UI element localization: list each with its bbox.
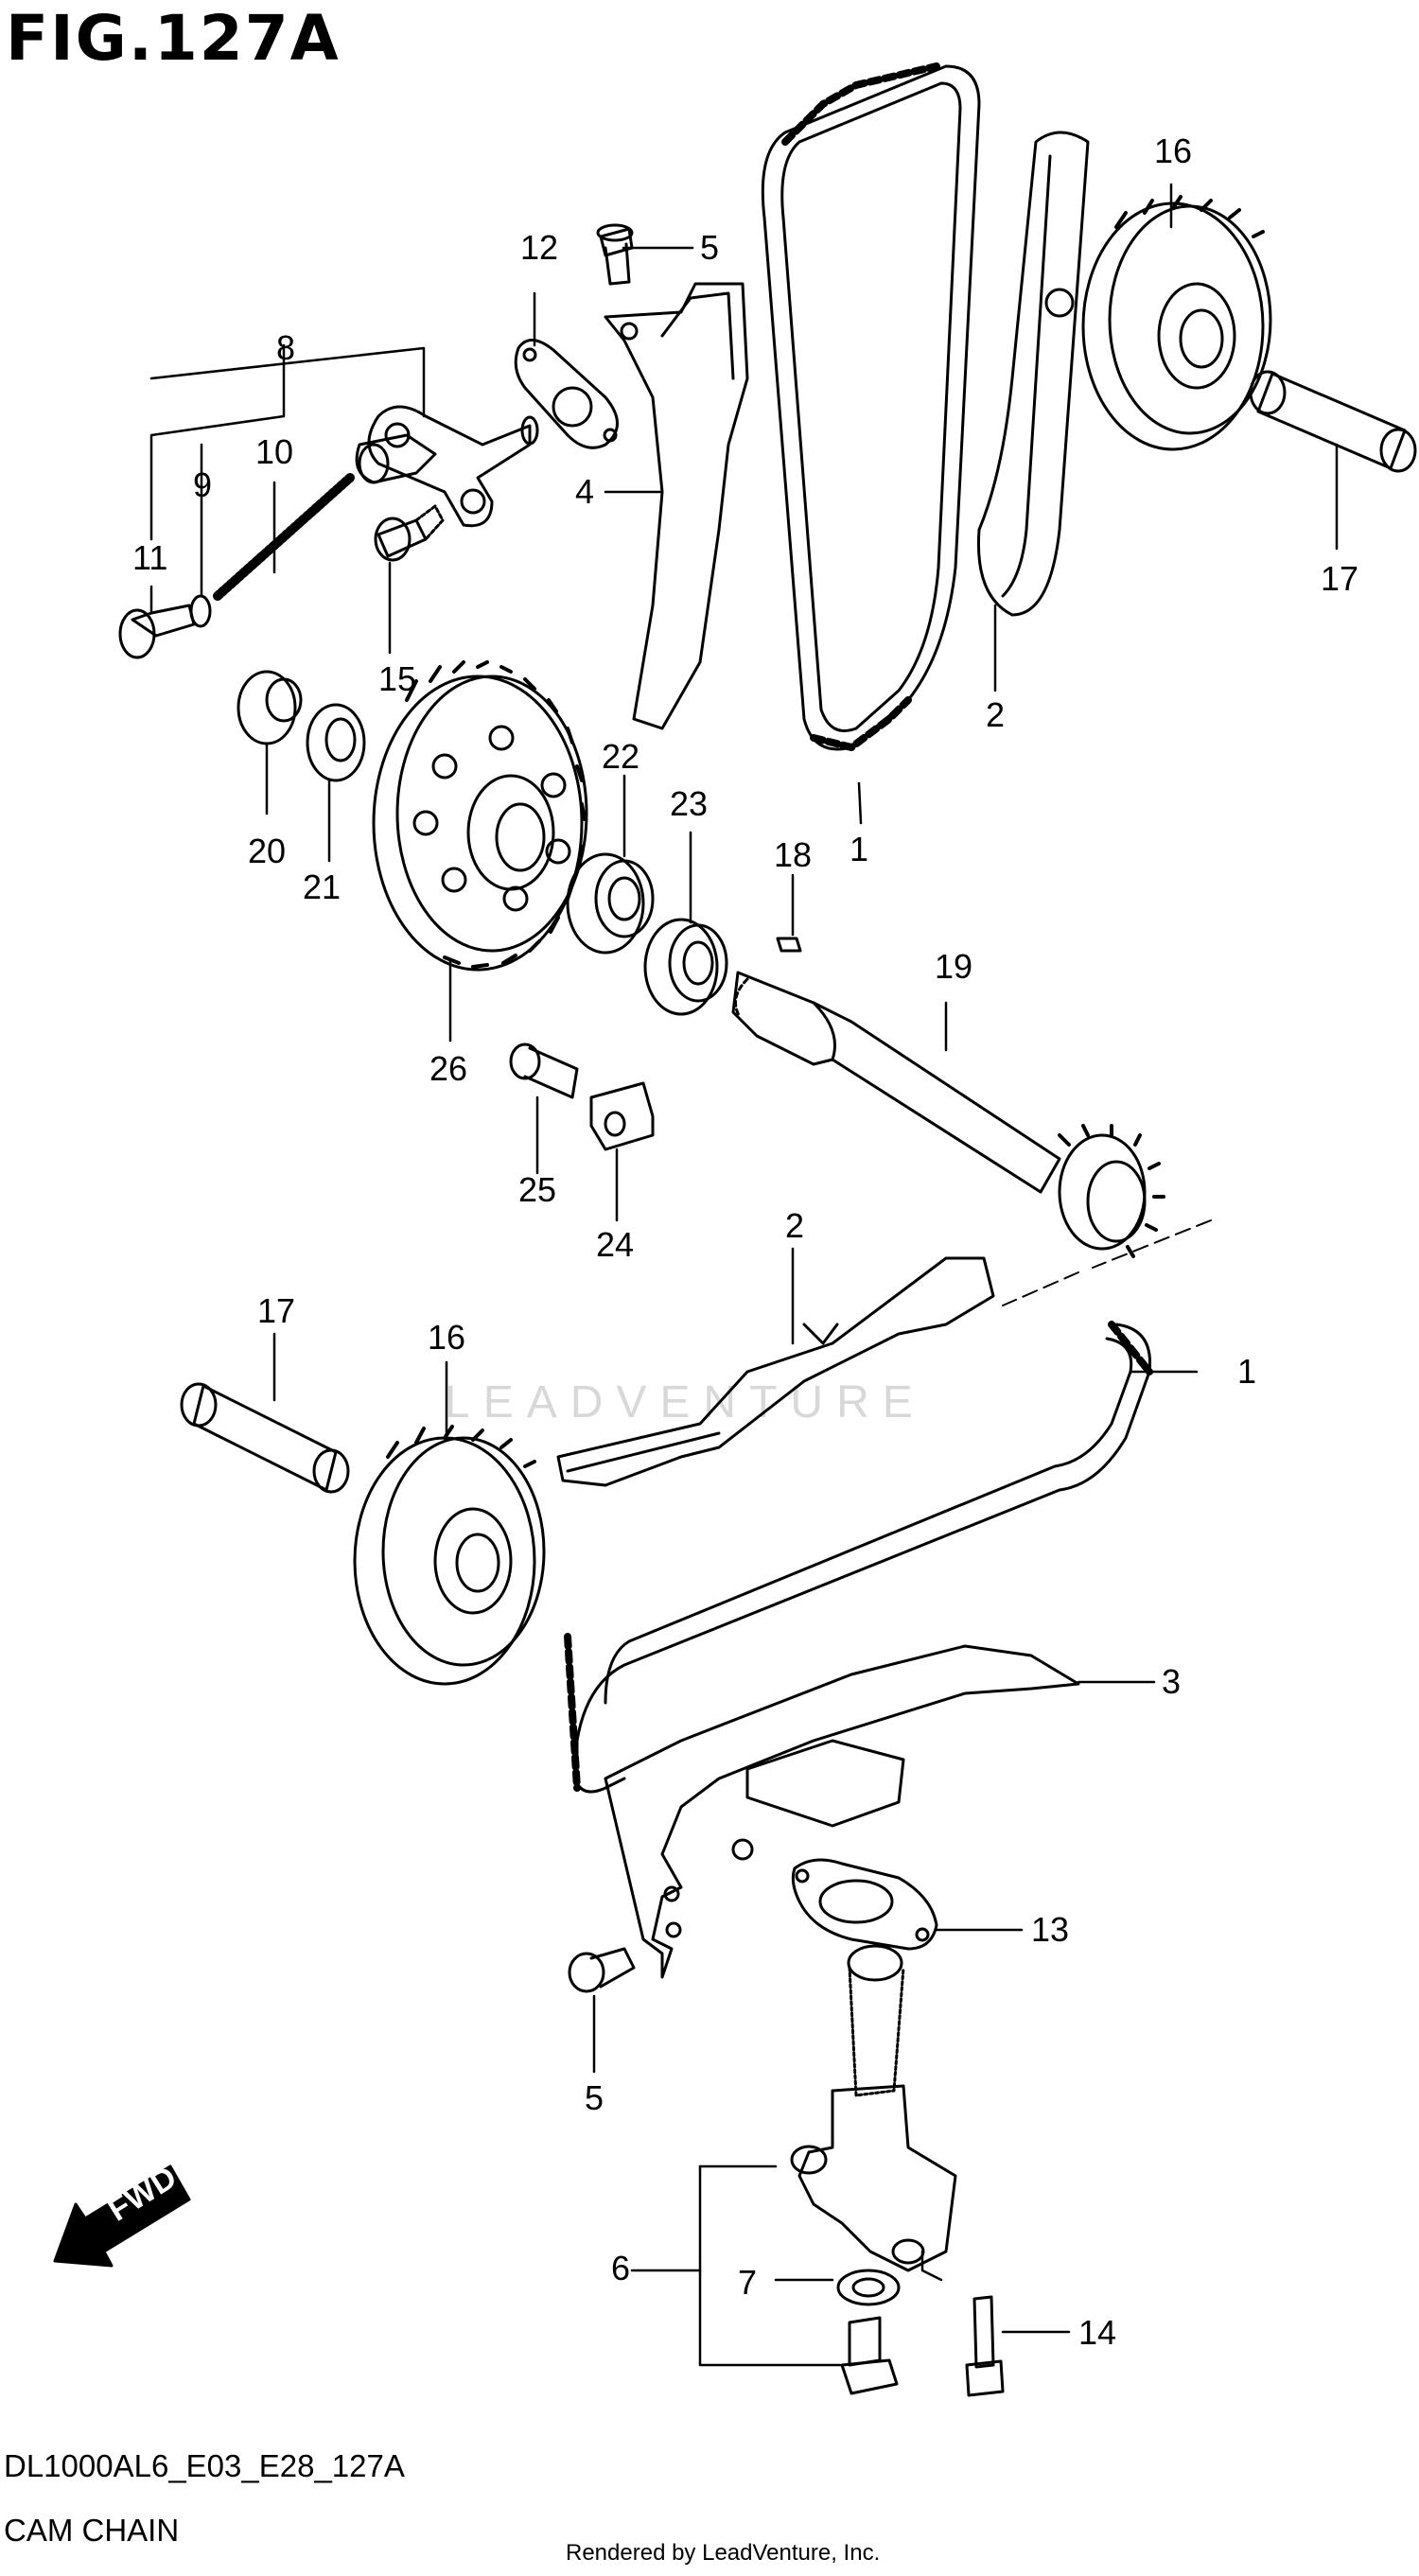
washer-7 (836, 2269, 901, 2306)
callout-8: 8 (276, 328, 296, 367)
sprocket-26 (372, 660, 588, 972)
figure-name: CAM CHAIN (4, 2513, 180, 2548)
tensioner-adjuster-6 (790, 1944, 957, 2272)
bolt-14 (965, 2295, 1005, 2397)
washer-24 (589, 1081, 655, 1151)
chain-guide-lower (556, 1256, 995, 1487)
callout-17-lower: 17 (257, 1291, 296, 1330)
callout-2-upper: 2 (986, 695, 1006, 734)
callout-5-upper: 5 (700, 228, 720, 267)
nut-20 (236, 670, 303, 745)
spring-10 (213, 473, 355, 601)
pin-17-lower (180, 1382, 350, 1494)
callout-16-lower: 16 (428, 1318, 466, 1357)
callout-26: 26 (429, 1049, 468, 1088)
callout-24: 24 (596, 1225, 635, 1264)
bolt-5-lower (568, 1947, 636, 1993)
callout-10: 10 (255, 432, 294, 471)
callout-25: 25 (518, 1170, 557, 1209)
callout-2-lower: 2 (785, 1206, 805, 1245)
tensioner-guide-lower (604, 1644, 1080, 1979)
cam-chain-upper (761, 62, 981, 751)
callout-18: 18 (774, 835, 813, 874)
callout-4: 4 (575, 472, 595, 511)
model-code: DL1000AL6_E03_E28_127A (4, 2448, 405, 2483)
leader-lines (149, 183, 1339, 2367)
callout-23: 23 (670, 784, 709, 823)
bearing-23 (643, 918, 728, 1016)
tensioner-adjuster-8 (355, 405, 539, 528)
callout-6: 6 (611, 2249, 631, 2287)
callout-19: 19 (935, 947, 973, 986)
watermark: LEADVENTURE (445, 1377, 926, 1428)
callout-16-upper: 16 (1154, 131, 1193, 170)
callout-22: 22 (602, 737, 640, 776)
gear-16-upper (1081, 195, 1272, 451)
callout-3: 3 (1162, 1662, 1182, 1701)
key-18 (776, 937, 802, 953)
gear-16-lower (353, 1425, 546, 1686)
callout-7: 7 (738, 2263, 758, 2302)
tensioner-guide-upper (604, 282, 749, 730)
phantom-line (1002, 1219, 1212, 1306)
bolt-25 (509, 1043, 579, 1099)
gasket-13 (791, 1858, 938, 1951)
render-credit: Rendered by LeadVenture, Inc. (566, 2540, 881, 2566)
washer-21 (306, 703, 366, 782)
figure-title: FIG.127A (6, 2, 341, 75)
callout-11: 11 (132, 538, 168, 577)
fwd-arrow (53, 2164, 191, 2268)
bolt-11 (118, 604, 196, 659)
callout-17-upper: 17 (1321, 559, 1359, 598)
callout-1-lower: 1 (1237, 1352, 1257, 1391)
callout-21: 21 (303, 867, 342, 906)
callout-12: 12 (520, 228, 559, 267)
pin-17-upper (1249, 370, 1417, 473)
callout-20: 20 (248, 832, 287, 870)
bolt-5-top (596, 223, 634, 286)
callout-14: 14 (1078, 2313, 1117, 2352)
callout-15: 15 (378, 659, 417, 698)
bearing-22 (566, 852, 655, 955)
camshaft-19 (731, 971, 1165, 1258)
chain-guide-upper (976, 131, 1090, 617)
callout-5-lower: 5 (585, 2078, 604, 2117)
gasket-12 (514, 339, 619, 449)
callout-9: 9 (193, 465, 213, 504)
callout-13: 13 (1031, 1910, 1070, 1949)
callout-1-upper: 1 (850, 830, 869, 868)
cam-chain-lower (564, 1321, 1153, 1794)
bolt-15 (374, 504, 445, 562)
plug-bolt (840, 2316, 899, 2395)
